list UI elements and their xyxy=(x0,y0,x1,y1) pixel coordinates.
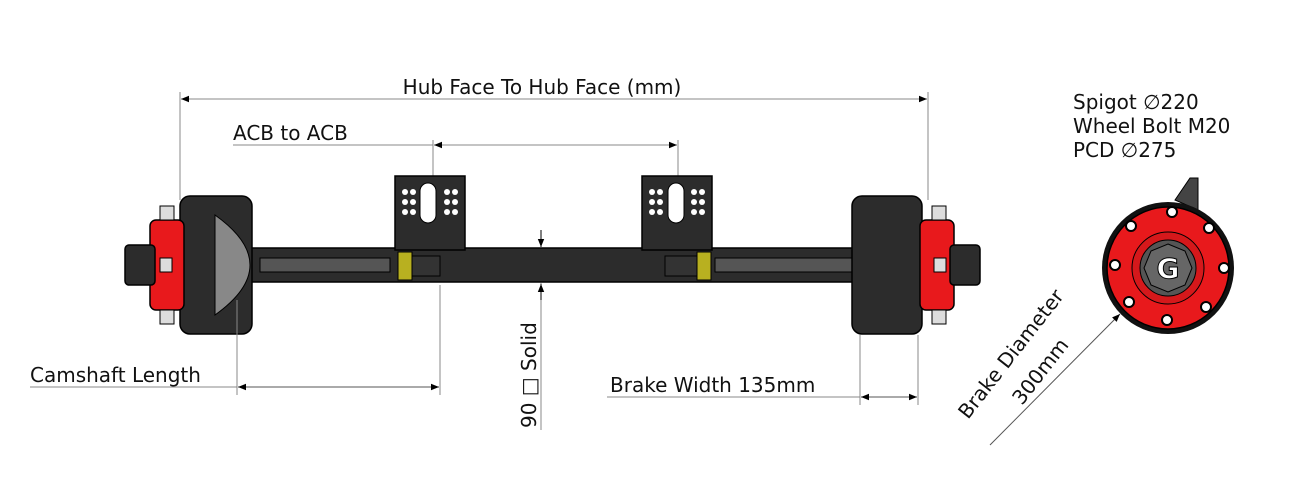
left-brake-drum xyxy=(124,195,253,335)
hub-face-label: Hub Face To Hub Face (mm) xyxy=(403,75,682,99)
brake-width-label: Brake Width 135mm xyxy=(610,373,815,397)
camshaft-dimension: Camshaft Length xyxy=(30,285,441,395)
hub-logo: G xyxy=(1157,252,1180,285)
beam-label: 90 □ Solid xyxy=(517,322,541,428)
spigot-label: Spigot ∅220 xyxy=(1073,90,1199,114)
hub-end-view: G xyxy=(1102,177,1234,334)
acb-label: ACB to ACB xyxy=(233,121,348,145)
brake-diameter-dimension: Brake Diameter 300mm xyxy=(953,284,1121,446)
spring-bracket-right xyxy=(641,175,713,251)
axle-body xyxy=(124,175,981,335)
camshaft-label: Camshaft Length xyxy=(30,363,201,387)
pcd-label: PCD ∅275 xyxy=(1073,138,1176,162)
hub-specs: Spigot ∅220 Wheel Bolt M20 PCD ∅275 xyxy=(1073,90,1230,162)
right-brake-drum xyxy=(851,195,981,335)
wheel-bolt-label: Wheel Bolt M20 xyxy=(1073,114,1230,138)
hub-face-dimension: Hub Face To Hub Face (mm) xyxy=(179,75,929,200)
spring-bracket-left xyxy=(394,175,466,251)
beam-dimension: 90 □ Solid xyxy=(517,230,545,430)
brake-width-dimension: Brake Width 135mm xyxy=(607,335,919,405)
acb-dimension: ACB to ACB xyxy=(233,121,679,250)
